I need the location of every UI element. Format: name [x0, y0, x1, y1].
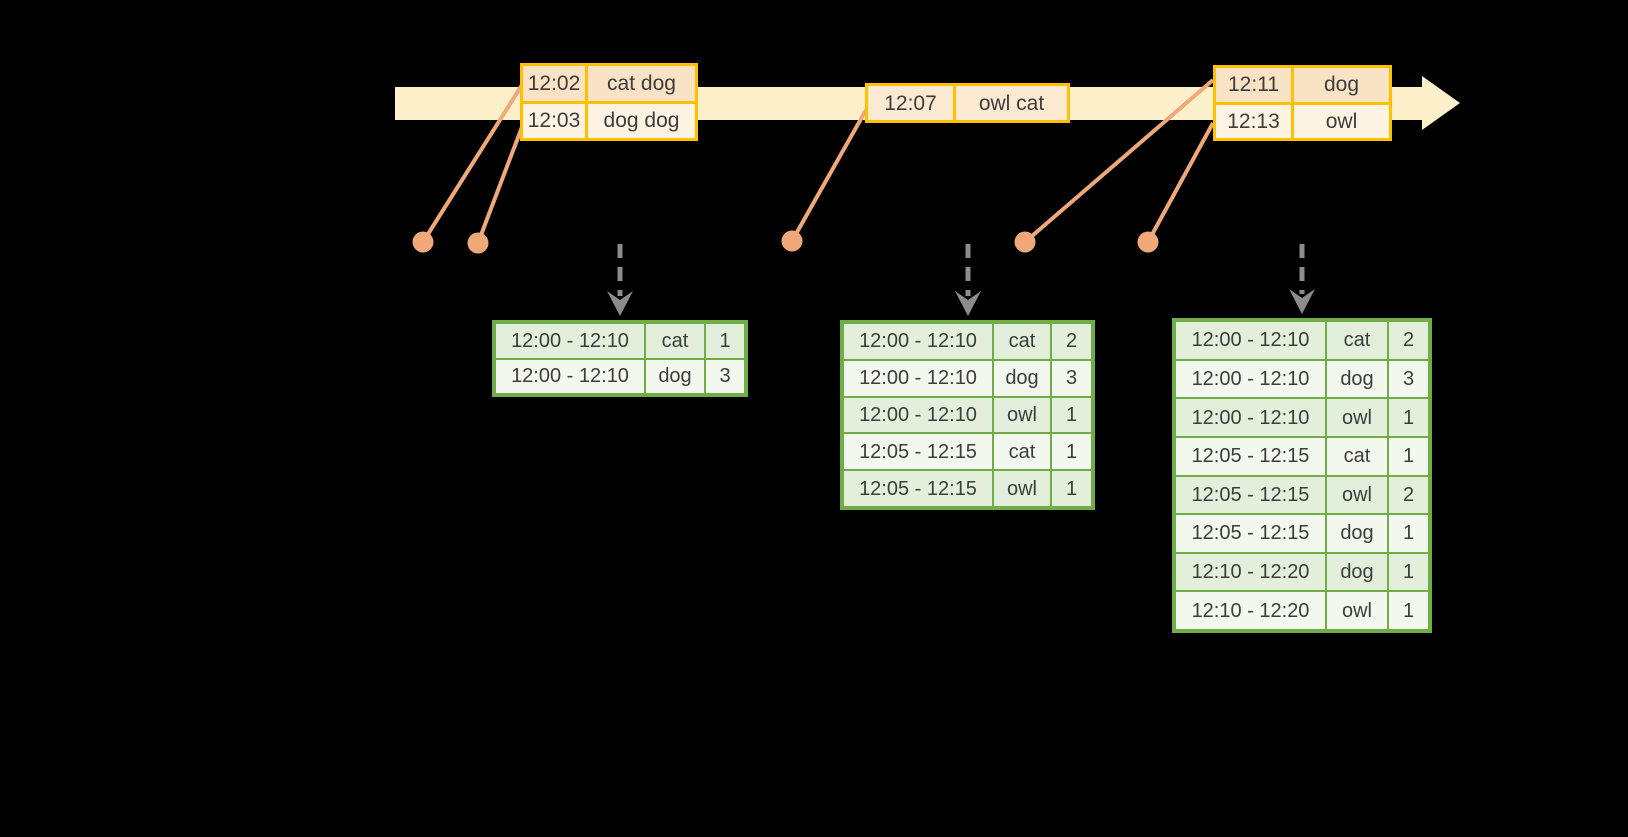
trigger-arrowhead-icon [955, 291, 981, 316]
trigger-arrowhead-icon [607, 291, 633, 316]
result-count: 1 [1389, 437, 1428, 475]
event-time: 12:11 [1216, 68, 1291, 102]
event-time-dot [781, 230, 803, 252]
result-table-1: 12:00 - 12:10 cat 1 12:00 - 12:10 dog 3 [492, 320, 748, 397]
event-connector-line [1146, 122, 1215, 243]
result-word: cat [1327, 322, 1387, 359]
result-count: 1 [1389, 515, 1428, 552]
event-time: 12:07 [868, 86, 953, 120]
result-count: 3 [1052, 360, 1091, 396]
trigger-arrowhead-icon [1289, 289, 1315, 314]
result-window: 12:05 - 12:15 [1176, 437, 1325, 475]
result-table-2: 12:00 - 12:10 cat 2 12:00 - 12:10 dog 3 … [840, 320, 1095, 510]
result-word: owl [1327, 399, 1387, 436]
trigger-arrow [607, 244, 633, 316]
result-count: 2 [1389, 322, 1428, 359]
result-word: dog [1327, 360, 1387, 398]
result-count: 1 [1389, 399, 1428, 436]
result-word: cat [994, 434, 1050, 470]
result-window: 12:00 - 12:10 [1176, 399, 1325, 436]
result-count: 3 [706, 359, 744, 393]
event-time: 12:02 [523, 66, 585, 101]
event-words: dog [1294, 68, 1389, 102]
event-table-2: 12:07 owl cat [865, 83, 1070, 123]
result-table-3: 12:00 - 12:10 cat 2 12:00 - 12:10 dog 3 … [1172, 318, 1432, 633]
event-connector-line [421, 83, 524, 244]
result-count: 2 [1389, 476, 1428, 514]
event-words: cat dog [588, 66, 695, 101]
event-time-dot [1137, 231, 1159, 253]
result-word: cat [646, 324, 704, 358]
result-window: 12:10 - 12:20 [1176, 592, 1325, 629]
result-count: 3 [1389, 360, 1428, 398]
result-word: dog [646, 359, 704, 393]
result-count: 1 [1389, 553, 1428, 591]
result-window: 12:00 - 12:10 [1176, 322, 1325, 359]
event-time: 12:13 [1216, 104, 1291, 138]
result-word: dog [1327, 553, 1387, 591]
result-count: 1 [1052, 397, 1091, 433]
event-words: dog dog [588, 103, 695, 138]
result-word: cat [1327, 437, 1387, 475]
result-count: 2 [1052, 324, 1091, 359]
result-word: owl [1327, 476, 1387, 514]
trigger-arrow [955, 244, 981, 316]
event-connector-line [790, 109, 868, 242]
result-window: 12:05 - 12:15 [1176, 515, 1325, 552]
event-time-dot [467, 232, 489, 254]
result-word: cat [994, 324, 1050, 359]
result-window: 12:00 - 12:10 [496, 324, 644, 358]
result-word: dog [1327, 515, 1387, 552]
result-window: 12:00 - 12:10 [844, 360, 992, 396]
result-count: 1 [706, 324, 744, 358]
event-table-1: 12:02 cat dog 12:03 dog dog [520, 63, 698, 141]
result-window: 12:05 - 12:15 [844, 471, 992, 506]
event-words: owl cat [956, 86, 1067, 120]
result-window: 12:00 - 12:10 [1176, 360, 1325, 398]
result-window: 12:00 - 12:10 [496, 359, 644, 393]
result-window: 12:05 - 12:15 [844, 434, 992, 470]
event-words: owl [1294, 104, 1389, 138]
event-time-dot [412, 231, 434, 253]
result-word: owl [1327, 592, 1387, 629]
result-window: 12:00 - 12:10 [844, 397, 992, 433]
event-connector-line [1023, 78, 1215, 244]
result-count: 1 [1052, 471, 1091, 506]
event-time-dot [1014, 231, 1036, 253]
result-word: dog [994, 360, 1050, 396]
result-count: 1 [1052, 434, 1091, 470]
result-word: owl [994, 471, 1050, 506]
result-window: 12:00 - 12:10 [844, 324, 992, 359]
event-connector-line [476, 126, 524, 244]
trigger-arrow [1289, 244, 1315, 314]
event-time: 12:03 [523, 103, 585, 138]
result-window: 12:10 - 12:20 [1176, 553, 1325, 591]
result-word: owl [994, 397, 1050, 433]
timeline-arrowhead-icon [1422, 76, 1460, 130]
result-count: 1 [1389, 592, 1428, 629]
event-table-3: 12:11 dog 12:13 owl [1213, 65, 1392, 141]
result-window: 12:05 - 12:15 [1176, 476, 1325, 514]
